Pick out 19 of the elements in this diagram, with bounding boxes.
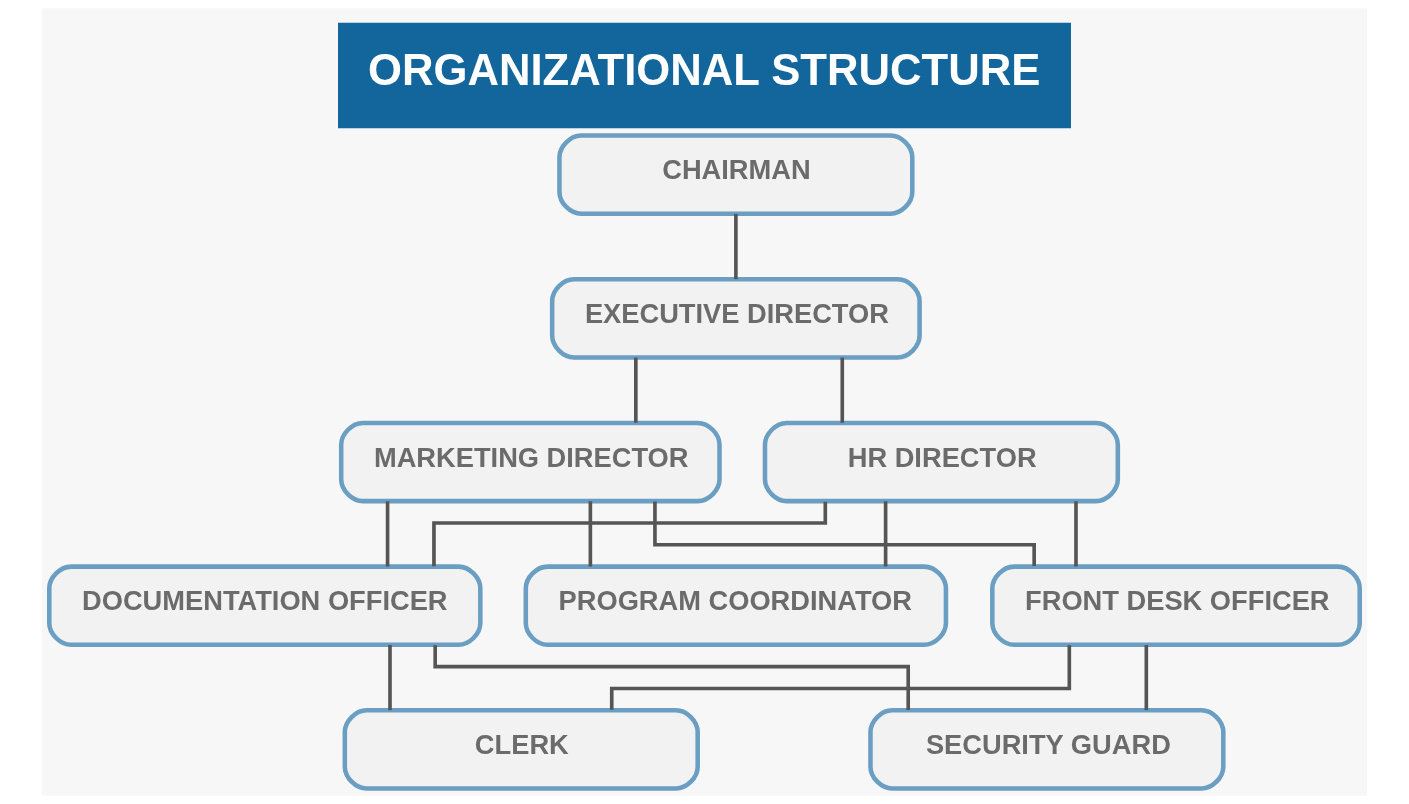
- connector: [734, 213, 738, 280]
- node-box: CLERK: [342, 708, 700, 791]
- node-box: MARKETING DIRECTOR: [338, 420, 722, 504]
- node-box: HR DIRECTOR: [762, 420, 1121, 504]
- node-box: CHAIRMAN: [557, 133, 915, 217]
- connector: [385, 501, 390, 567]
- node-box: EXECUTIVE DIRECTOR: [549, 276, 922, 360]
- connector: [1144, 644, 1149, 711]
- connector: [840, 357, 845, 423]
- diagram-title: ORGANIZATIONAL STRUCTURE: [368, 44, 1041, 94]
- connector: [588, 501, 593, 567]
- connector: [388, 644, 392, 711]
- node-box: PROGRAM COORDINATOR: [523, 564, 949, 648]
- connector: [1074, 501, 1078, 567]
- node-box: FRONT DESK OFFICER: [990, 564, 1362, 648]
- connector: [883, 501, 888, 567]
- node-box: SECURITY GUARD: [868, 708, 1226, 791]
- node-box: DOCUMENTATION OFFICER: [47, 564, 483, 648]
- connector: [634, 357, 638, 423]
